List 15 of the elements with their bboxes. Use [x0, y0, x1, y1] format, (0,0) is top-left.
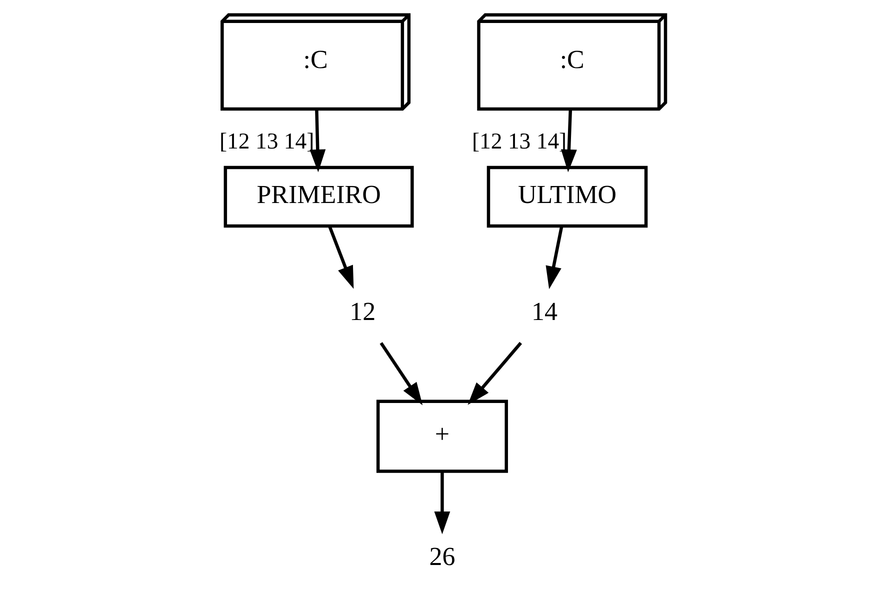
- node-text: 14: [531, 296, 558, 326]
- arrow: [560, 110, 576, 172]
- arrow: [379, 342, 422, 406]
- edge-label: [12 13 14]: [219, 128, 314, 154]
- node-text: 26: [428, 542, 455, 572]
- node-text: 12: [349, 296, 376, 326]
- node-box: +: [376, 400, 508, 473]
- node-box: PRIMEIRO: [223, 166, 414, 228]
- edge-label: [12 13 14]: [471, 128, 566, 154]
- arrow: [545, 226, 563, 290]
- arrow: [467, 342, 522, 405]
- node-box: ULTIMO: [486, 166, 648, 228]
- arrow: [309, 110, 326, 172]
- arrow: [434, 472, 450, 534]
- arrow: [328, 226, 354, 289]
